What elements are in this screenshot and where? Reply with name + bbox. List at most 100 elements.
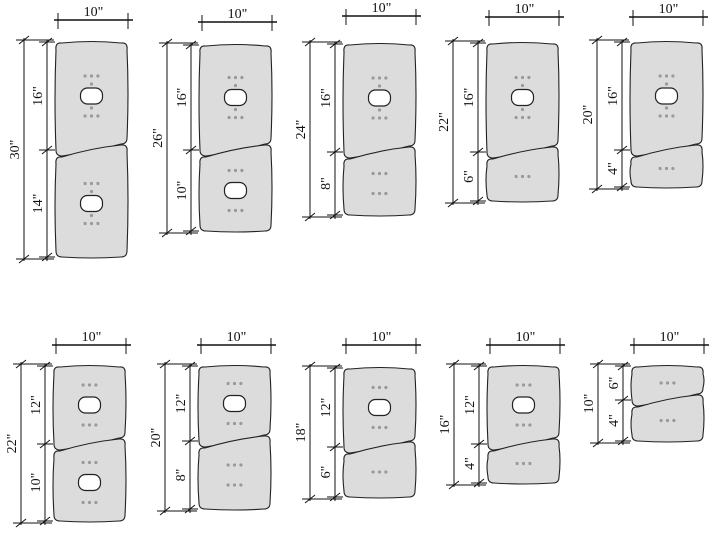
cut-diagram-8: 10"18"12"6" bbox=[294, 330, 421, 504]
rivet-dot bbox=[89, 189, 94, 194]
cut-diagram-7: 10"20"12"8" bbox=[149, 330, 276, 516]
rivet-dot bbox=[83, 74, 87, 78]
rivet-dot bbox=[377, 84, 382, 88]
handle-hole bbox=[77, 473, 102, 492]
handle-hole bbox=[511, 396, 536, 414]
rivet-dot bbox=[232, 421, 237, 426]
rivet-dot bbox=[371, 116, 375, 120]
rivet-dot bbox=[96, 221, 100, 226]
rivet-dot bbox=[233, 208, 238, 213]
piece-4-2 bbox=[485, 146, 560, 203]
piece-length-label-2: 10" bbox=[29, 473, 44, 493]
width-label: 10" bbox=[84, 5, 104, 20]
rivet-dot bbox=[514, 75, 518, 80]
rivet-dot bbox=[371, 191, 375, 196]
rivet-dot bbox=[528, 383, 532, 387]
rivet-dot bbox=[659, 418, 663, 423]
width-label: 10" bbox=[228, 7, 248, 22]
piece-length-label-2: 6" bbox=[462, 170, 477, 183]
rivet-dot bbox=[81, 460, 85, 465]
rivet-dot bbox=[87, 383, 92, 387]
piece-length-label-2: 6" bbox=[319, 466, 334, 479]
rivet-dot bbox=[239, 483, 243, 487]
cut-diagram-10: 10"10"6"4" bbox=[582, 330, 709, 448]
rivet-dot bbox=[227, 75, 231, 80]
rivet-dot bbox=[377, 116, 382, 120]
piece-length-label-1: 16" bbox=[31, 86, 46, 106]
rivet-dot bbox=[671, 74, 675, 78]
rivet-dot bbox=[94, 383, 98, 387]
rivet-dot bbox=[521, 383, 526, 387]
rivet-dot bbox=[96, 114, 100, 118]
cut-diagram-9: 10"16"12"4" bbox=[438, 330, 565, 490]
rivet-dot bbox=[89, 213, 94, 218]
piece-length-label-2: 8" bbox=[319, 177, 334, 190]
piece-length-label-1: 12" bbox=[29, 395, 44, 415]
rivet-dot bbox=[514, 115, 518, 120]
rivet-dot bbox=[672, 418, 676, 423]
rivet-dot bbox=[227, 208, 231, 213]
handle-hole bbox=[79, 194, 104, 213]
piece-length-label-1: 16" bbox=[319, 88, 334, 108]
rivet-dot bbox=[226, 483, 230, 487]
rivet-dot bbox=[96, 74, 100, 78]
rivet-dot bbox=[515, 383, 519, 387]
piece-length-label-2: 4" bbox=[607, 414, 622, 427]
handle-hole bbox=[367, 89, 392, 107]
rivet-dot bbox=[521, 461, 526, 466]
rivet-dot bbox=[239, 421, 243, 426]
rivet-dot bbox=[371, 470, 375, 474]
total-length-label: 20" bbox=[581, 105, 596, 125]
rivet-dot bbox=[89, 74, 94, 78]
rivet-dot bbox=[520, 75, 525, 80]
rivet-dot bbox=[515, 423, 519, 427]
rivet-dot bbox=[384, 191, 388, 196]
rivet-dot bbox=[515, 461, 519, 466]
rivet-dot bbox=[377, 108, 382, 112]
rivet-dot bbox=[89, 221, 94, 226]
rivet-dot bbox=[87, 500, 92, 505]
rivet-dot bbox=[371, 385, 375, 390]
rivet-dot bbox=[371, 76, 375, 80]
rivet-dot bbox=[520, 83, 525, 88]
rivet-dot bbox=[527, 75, 531, 80]
piece-9-2 bbox=[486, 438, 561, 485]
rivet-dot bbox=[664, 106, 669, 110]
rivet-dot bbox=[83, 181, 87, 186]
handle-hole bbox=[222, 394, 247, 413]
rivet-dot bbox=[226, 421, 230, 426]
rivet-dot bbox=[658, 166, 662, 171]
rivet-dot bbox=[371, 171, 375, 176]
rivet-dot bbox=[658, 74, 662, 78]
width-label: 10" bbox=[372, 1, 392, 16]
handle-hole bbox=[654, 87, 679, 105]
total-length-label: 16" bbox=[438, 415, 453, 435]
piece-length-label-1: 12" bbox=[174, 394, 189, 414]
total-length-label: 22" bbox=[437, 112, 452, 132]
rivet-dot bbox=[384, 116, 388, 120]
rivet-dot bbox=[232, 463, 237, 467]
rivet-dot bbox=[226, 463, 230, 467]
piece-length-label-1: 16" bbox=[462, 88, 477, 108]
rivet-dot bbox=[664, 114, 669, 118]
width-label: 10" bbox=[82, 330, 102, 345]
total-length-label: 26" bbox=[151, 128, 166, 148]
rivet-dot bbox=[83, 221, 87, 226]
total-length-label: 22" bbox=[5, 434, 20, 454]
piece-10-2 bbox=[630, 394, 705, 443]
rivet-dot bbox=[664, 82, 669, 86]
total-length-label: 18" bbox=[294, 423, 309, 443]
total-length-label: 20" bbox=[149, 428, 164, 448]
piece-5-2 bbox=[629, 144, 704, 189]
cut-diagram-4: 10"22"16"6" bbox=[437, 2, 564, 208]
rivet-dot bbox=[233, 107, 238, 112]
rivet-dot bbox=[233, 75, 238, 80]
rivet-dot bbox=[81, 500, 85, 505]
rivet-dot bbox=[89, 114, 94, 118]
rivet-dot bbox=[377, 470, 382, 474]
rivet-dot bbox=[377, 385, 382, 390]
piece-length-label-1: 16" bbox=[606, 86, 621, 106]
rivet-dot bbox=[89, 106, 94, 110]
rivet-dot bbox=[94, 423, 98, 427]
